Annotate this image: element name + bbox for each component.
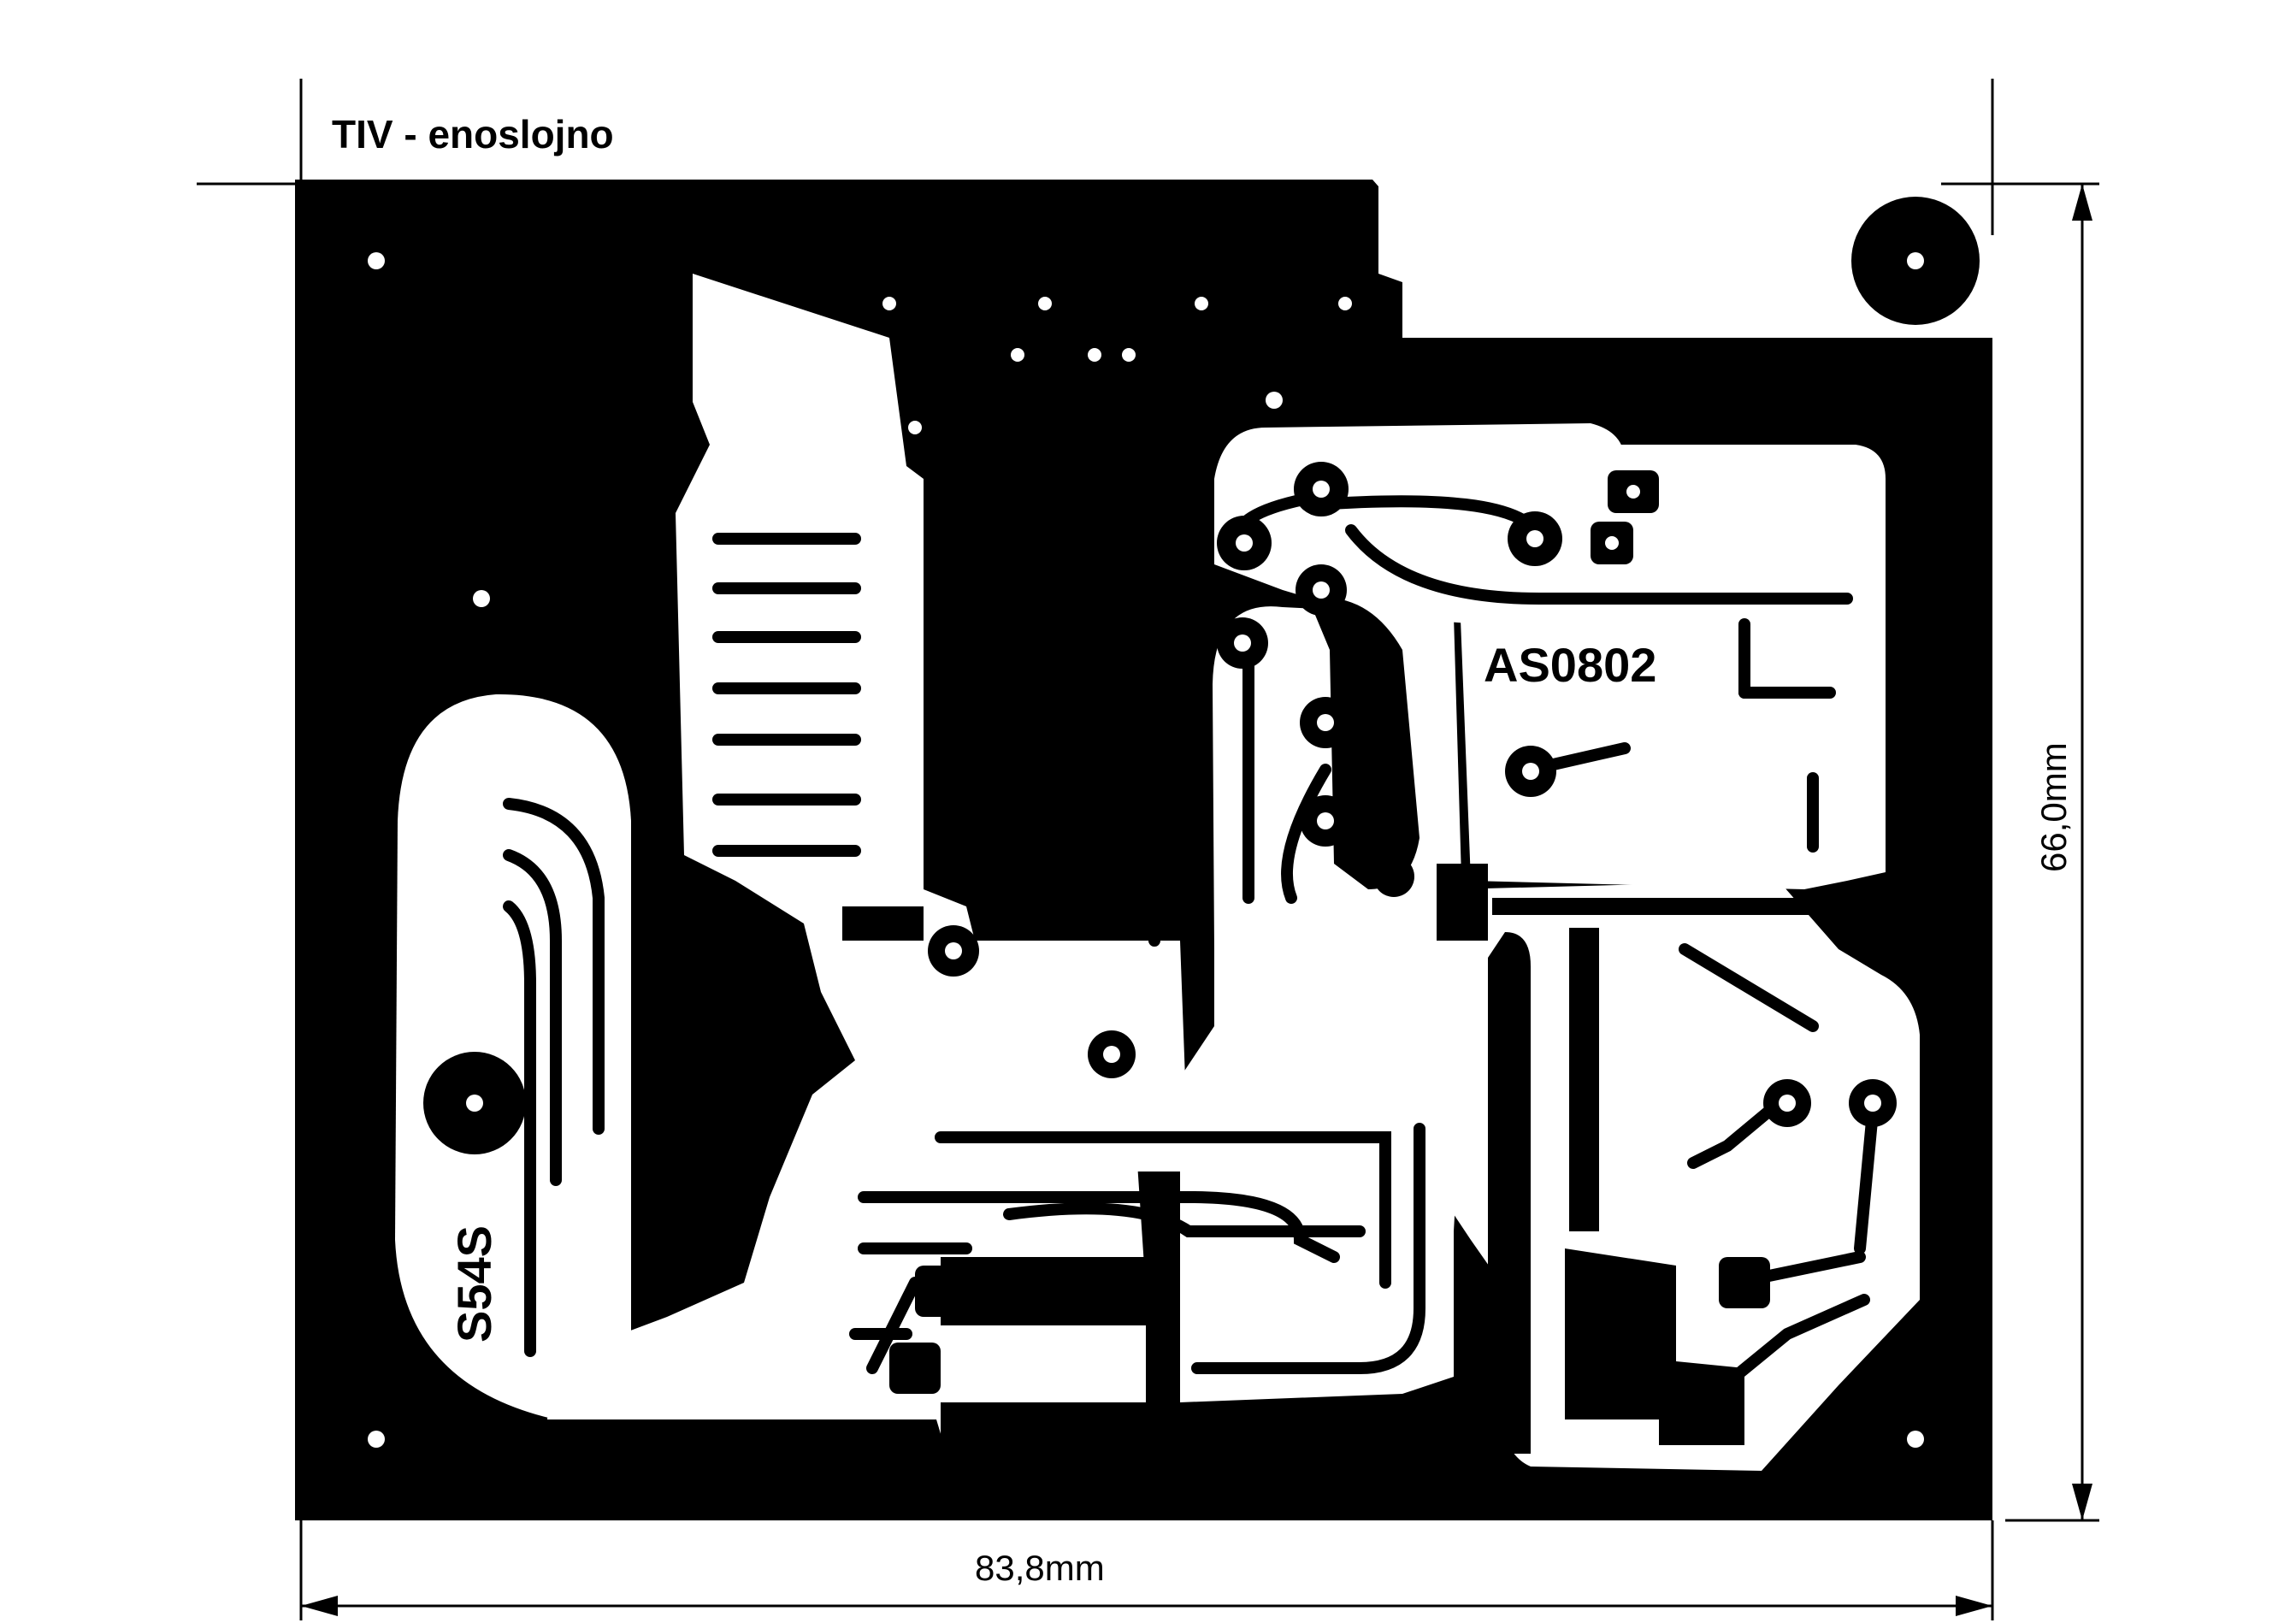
pads [368,252,1924,1448]
dimension-lines [197,79,2099,1620]
board-label-side: S54S [447,1225,501,1343]
board-label-main: AS0802 [1484,638,1657,692]
width-dimension-label: 83,8mm [975,1548,1105,1588]
arrowheads [301,184,2092,1616]
height-dimension-label: 66,0mm [2033,742,2074,872]
traces [503,285,1879,1417]
drawing-title: TIV - enoslojno [332,112,614,156]
